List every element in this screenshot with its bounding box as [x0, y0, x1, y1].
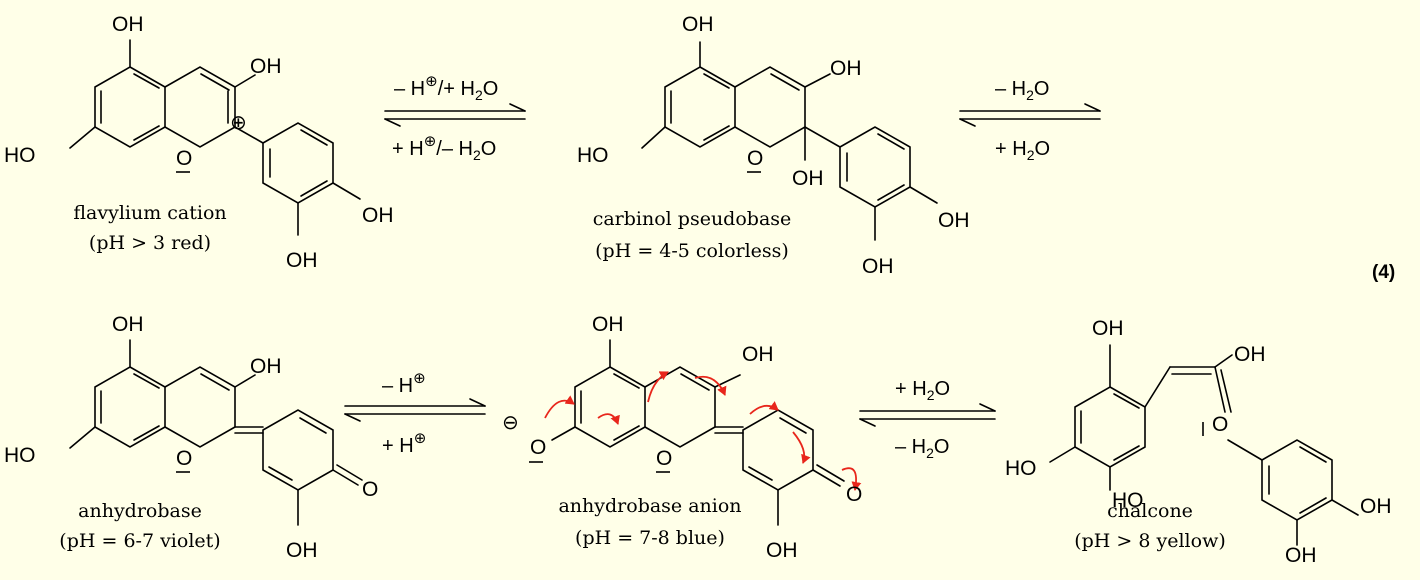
eq3-forward-condition: – H⊕ [382, 369, 426, 397]
carbinol-name: carbinol pseudobase [592, 208, 792, 230]
eq2-forward-condition: – H2O [995, 78, 1050, 103]
eq2-reverse-condition: + H2O [995, 138, 1051, 163]
anhydrobase-oh-top: OH [112, 313, 144, 336]
anhydrobase-oh-enol: OH [250, 355, 282, 378]
flavylium-ring-oxygen: O [176, 147, 193, 170]
anion-name: anhydrobase anion [558, 495, 742, 517]
flavylium-oh-top: OH [112, 13, 144, 36]
flavylium-oh-enol: OH [250, 55, 282, 78]
anion-oh-enol: OH [742, 343, 774, 366]
carbinol-ph: (pH = 4-5 colorless) [595, 240, 789, 262]
chalcone-name: chalcone [1107, 500, 1193, 522]
eq4-forward-condition: + H2O [895, 378, 951, 403]
anion-keto-oxygen: O [846, 483, 863, 506]
chalcone-oh-catechol-3: OH [1285, 544, 1317, 567]
flavylium-oh-catechol-4: OH [362, 204, 394, 227]
flavylium-name: flavylium cation [73, 202, 227, 224]
carbinol-oh-catechol-3: OH [862, 255, 894, 278]
flavylium-oh-catechol-3: OH [286, 249, 318, 272]
anion-oh-top: OH [592, 313, 624, 336]
anion-oh-bottom: OH [766, 539, 798, 562]
chemical-bonds [69, 39, 1359, 546]
flavylium-ph: (pH > 3 red) [88, 232, 212, 254]
anhydrobase-ph: (pH = 6-7 violet) [59, 530, 221, 552]
electron-flow-arrows [544, 371, 862, 491]
anion-minus-charge: ⊖ [502, 410, 519, 434]
anhydrobase-oh-bottom: OH [286, 539, 318, 562]
chalcone-ph: (pH > 8 yellow) [1074, 530, 1226, 552]
anhydrobase-ho-left: HO [4, 444, 36, 467]
eq4-reverse-condition: – H2O [895, 436, 950, 461]
carbinol-oh-enol: OH [830, 57, 862, 80]
carbinol-ring-oxygen: O [747, 147, 764, 170]
eq1-reverse-condition: + H⊕/– H2O [392, 132, 497, 163]
equation-number: (4) [1372, 262, 1396, 283]
chalcone-oh-enol: OH [1234, 343, 1266, 366]
anion-ring-oxygen: O [656, 447, 673, 470]
chalcone-keto-oxygen: O [1212, 413, 1229, 436]
flavylium-plus-charge: ⊕ [230, 110, 247, 134]
chalcone-ho-left: HO [1005, 457, 1037, 480]
eq1-forward-condition: – H⊕/+ H2O [394, 72, 499, 103]
flavylium-ho-left: HO [4, 144, 36, 167]
carbinol-oh-catechol-4: OH [938, 209, 970, 232]
anhydrobase-keto-oxygen: O [362, 478, 379, 501]
anion-phenolate-oxygen: O [530, 436, 547, 459]
carbinol-oh-c2: OH [792, 167, 824, 190]
carbinol-oh-top: OH [682, 13, 714, 36]
anhydrobase-ring-oxygen: O [176, 447, 193, 470]
chalcone-ho-bottom: HO [1112, 489, 1144, 512]
chalcone-oh-catechol-4: OH [1360, 495, 1392, 518]
carbinol-ho-left: HO [577, 144, 609, 167]
anhydrobase-name: anhydrobase [78, 500, 202, 522]
chalcone-oh-top: OH [1092, 317, 1124, 340]
eq3-reverse-condition: + H⊕ [382, 429, 427, 457]
lone-pair-marks [176, 171, 1204, 473]
anion-ph: (pH = 7-8 blue) [575, 527, 725, 549]
